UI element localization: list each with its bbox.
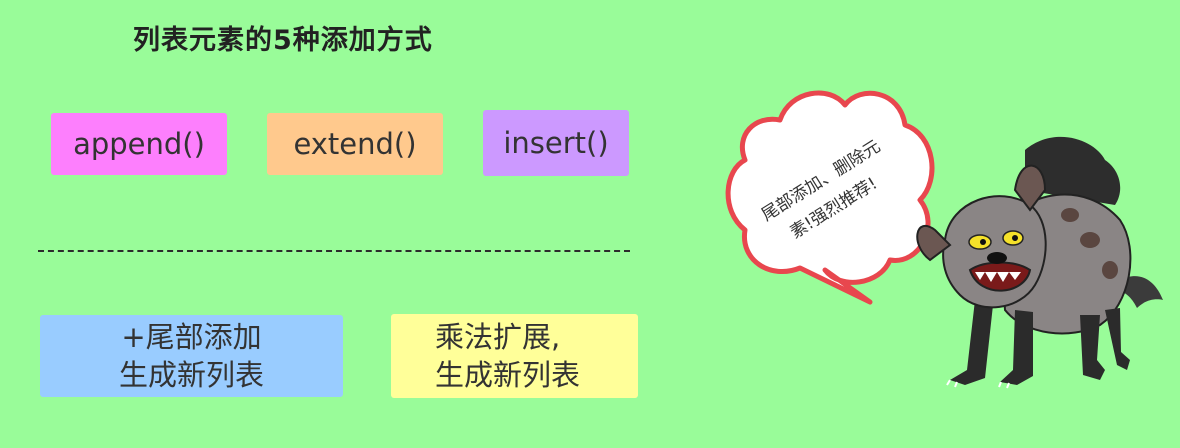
speech-bubble-icon: 尾部添加、删除元 素!强烈推荐!: [725, 90, 935, 305]
append-chip: append(): [51, 113, 227, 175]
plus-concat-line2: 生成新列表: [118, 358, 264, 392]
extend-chip: extend(): [267, 113, 443, 175]
insert-chip: insert(): [483, 110, 629, 176]
dashed-divider: [38, 250, 630, 252]
plus-concat-line1: +尾部添加: [121, 320, 262, 354]
append-label: append(): [73, 127, 205, 161]
multiply-box: 乘法扩展, 生成新列表: [391, 314, 638, 398]
extend-label: extend(): [293, 127, 417, 161]
hyena-mascot-icon: [916, 136, 1163, 389]
multiply-line1: 乘法扩展,: [435, 320, 561, 354]
plus-concat-box: +尾部添加 生成新列表: [40, 315, 343, 397]
page-title: 列表元素的5种添加方式: [133, 25, 433, 56]
insert-label: insert(): [503, 126, 609, 160]
multiply-line2: 生成新列表: [435, 358, 581, 392]
